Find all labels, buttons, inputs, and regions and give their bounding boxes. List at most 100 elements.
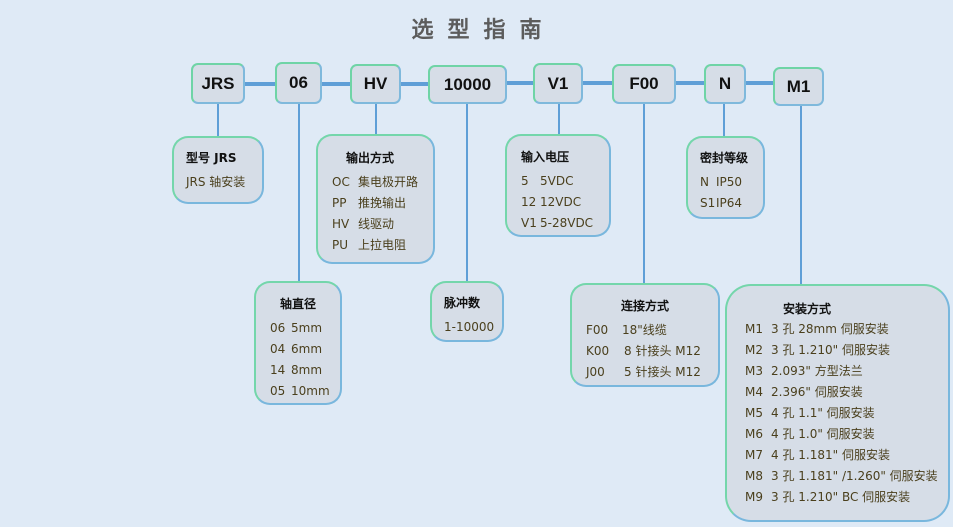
code-label: V1 [547, 73, 569, 93]
connector [744, 81, 776, 85]
card-seal: 密封等级 N IP50 S1IP64 [686, 136, 765, 219]
row-desc: IP50 [716, 175, 743, 189]
row-desc: IP64 [716, 196, 743, 210]
card-row: HV 线驱动 [332, 214, 419, 235]
code-label: M1 [786, 76, 811, 96]
row-code: M2 [745, 343, 763, 357]
connector [244, 82, 278, 86]
row-code: M3 [745, 364, 763, 378]
connector-line [466, 103, 468, 283]
row-desc: 推挽输出 [358, 196, 407, 210]
row-desc: 3 孔 1.181" /1.260" 伺服安装 [771, 469, 938, 483]
card-row: JRS 轴安装 [186, 172, 250, 193]
row-code: PP [332, 196, 347, 210]
row-code: M9 [745, 490, 763, 504]
row-code: S1 [700, 196, 716, 210]
connector [505, 81, 535, 85]
code-box-pulse: 10000 [428, 65, 507, 104]
row-code: M1 [745, 322, 763, 336]
row-code: M7 [745, 448, 763, 462]
row-desc: JRS 轴安装 [186, 175, 246, 189]
card-row: 05 10mm [270, 381, 330, 402]
connector-line [558, 103, 560, 137]
row-desc: 2.093" 方型法兰 [771, 364, 863, 378]
row-desc: 18"线缆 [622, 323, 667, 337]
connector-line [217, 103, 219, 139]
card-row: 06 5mm [270, 318, 326, 339]
card-row: M9 3 孔 1.210" BC 伺服安装 [745, 487, 930, 508]
row-desc: 3 孔 1.210" BC 伺服安装 [771, 490, 911, 504]
row-desc: 2.396" 伺服安装 [771, 385, 863, 399]
row-code: V1 [521, 216, 537, 230]
card-pulse: 脉冲数 1-10000 [430, 281, 504, 342]
row-code: OC [332, 175, 350, 189]
card-row: J00 5 针接头 M12 [586, 362, 704, 383]
card-row: N IP50 [700, 172, 751, 193]
card-row: 1-10000 [444, 317, 494, 338]
connector-line [375, 103, 377, 137]
connector [399, 82, 431, 86]
card-title: 脉冲数 [444, 296, 481, 310]
card-row: M8 3 孔 1.181" /1.260" 伺服安装 [745, 466, 938, 487]
row-code: J00 [586, 365, 605, 379]
row-desc: 5 针接头 M12 [624, 365, 701, 379]
row-desc: 3 孔 1.210" 伺服安装 [771, 343, 890, 357]
code-label: N [718, 74, 732, 93]
connector-line [723, 103, 725, 137]
connector [320, 82, 352, 86]
page-title: 选型指南 [411, 18, 556, 43]
row-code: M6 [745, 427, 763, 441]
code-box-connection: F00 [612, 64, 676, 104]
code-box-output: HV [350, 64, 401, 104]
row-desc: 12VDC [540, 195, 582, 209]
row-desc: 线驱动 [358, 217, 395, 231]
row-desc: 8 针接头 M12 [624, 344, 701, 358]
row-desc: 1-10000 [444, 320, 495, 334]
card-row: M4 2.396" 伺服安装 [745, 382, 930, 403]
code-box-model: JRS [191, 63, 245, 104]
row-code: N [700, 175, 709, 189]
row-desc: 5-28VDC [540, 216, 594, 230]
row-desc: 上拉电阻 [358, 238, 407, 252]
row-code: 5 [521, 174, 529, 188]
row-desc: 6mm [291, 342, 323, 356]
code-label: 10000 [443, 74, 492, 94]
row-code: M8 [745, 469, 763, 483]
row-desc: 3 孔 28mm 伺服安装 [771, 322, 889, 336]
card-title: 输出方式 [346, 151, 395, 165]
card-row: M1 3 孔 28mm 伺服安装 [745, 319, 930, 340]
connector-line [643, 103, 645, 285]
card-title: 连接方式 [620, 299, 669, 313]
code-label: HV [363, 74, 388, 93]
row-code: M4 [745, 385, 763, 399]
row-desc: 5mm [291, 321, 323, 335]
card-row: K00 8 针接头 M12 [586, 341, 704, 362]
row-code: PU [332, 238, 349, 252]
row-desc: 4 孔 1.1" 伺服安装 [771, 406, 875, 420]
card-model: 型号 JRS JRS 轴安装 [172, 136, 264, 204]
row-code: 06 [270, 321, 286, 335]
row-code: 05 [270, 384, 286, 398]
code-box-seal: N [704, 64, 746, 104]
code-label: JRS [201, 73, 235, 93]
row-desc: 10mm [291, 384, 330, 398]
card-title: 输入电压 [521, 150, 570, 164]
row-code: HV [332, 217, 350, 231]
code-box-mount: M1 [773, 67, 824, 106]
connector [675, 81, 705, 85]
row-code: K00 [586, 344, 610, 358]
connector-line [298, 103, 300, 283]
card-row: PP 推挽输出 [332, 193, 419, 214]
row-desc: 4 孔 1.181" 伺服安装 [771, 448, 890, 462]
code-label: 06 [289, 73, 308, 92]
card-title: 密封等级 [700, 151, 749, 165]
